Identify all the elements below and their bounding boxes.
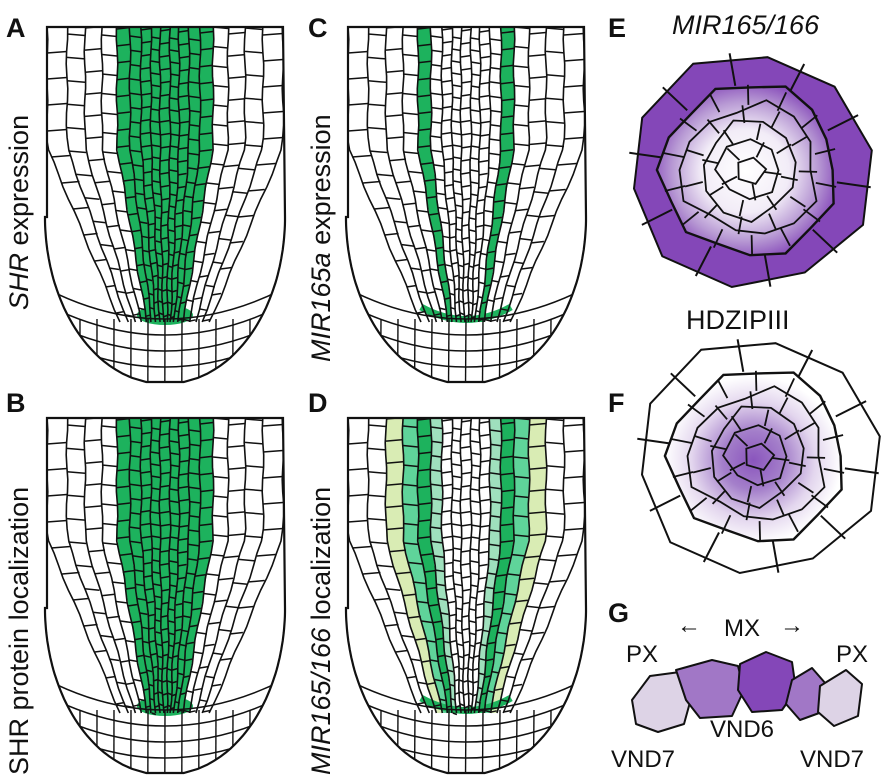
cross-sections [629, 53, 881, 575]
panel-letter-d: D [308, 388, 328, 418]
label-d-gene: MIR165/166 [306, 627, 336, 775]
label-a-rest: expression [4, 114, 34, 253]
title-f: HDZIPIII [686, 305, 790, 335]
label-d-rest: localization [306, 486, 336, 628]
root-b [43, 416, 287, 775]
px-cell-left [631, 671, 693, 733]
panel-letter-g: G [608, 598, 630, 628]
label-c-rest: expression [306, 114, 336, 253]
mx-cell-1 [675, 659, 745, 719]
panel-letter-e: E [608, 13, 627, 43]
label-vnd7-left: VND7 [611, 746, 676, 773]
xylem-cells [631, 651, 863, 733]
label-vnd6: VND6 [710, 716, 775, 743]
panel-letter-c: C [308, 13, 328, 43]
label-px-right: PX [836, 641, 869, 668]
label-a: SHR expression [4, 114, 34, 310]
root-diagrams [43, 25, 588, 775]
label-vnd7-right: VND7 [800, 746, 865, 773]
label-px-left: PX [626, 641, 659, 668]
label-b: SHR protein localization [4, 486, 34, 775]
label-a-gene: SHR [4, 252, 34, 310]
label-mx: MX [724, 615, 760, 642]
arrow-left: ← [677, 612, 701, 639]
cross-section-f [637, 339, 881, 575]
label-d: MIR165/166 localization [306, 486, 336, 775]
root-c [344, 25, 588, 384]
panel-letter-a: A [6, 13, 26, 43]
px-cell-right [817, 669, 863, 727]
label-c-gene: MIR165a [306, 252, 336, 362]
panel-letter-f: F [608, 388, 625, 418]
panel-letter-b: B [6, 388, 26, 418]
cross-section-e [629, 53, 873, 289]
arrow-right: → [780, 612, 804, 639]
root-d [344, 416, 588, 775]
root-a [43, 25, 287, 384]
title-e: MIR165/166 [672, 10, 820, 40]
label-c: MIR165a expression [306, 114, 336, 362]
